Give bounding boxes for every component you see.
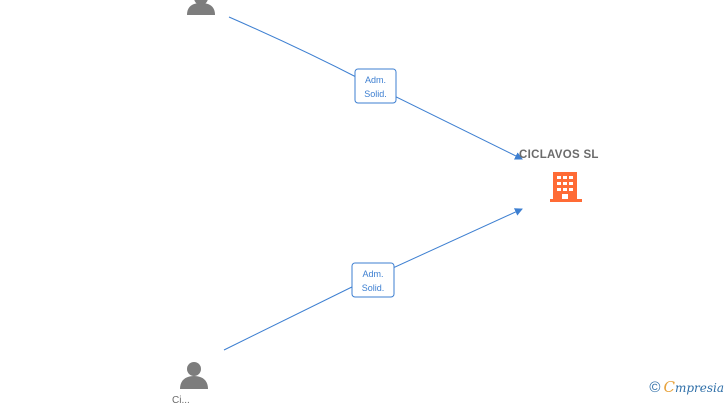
- edge-label-bottom[interactable]: Adm. Solid.: [351, 262, 395, 298]
- edge-label-top-line1: Adm.: [365, 75, 386, 85]
- person-bottom-label[interactable]: Ci...: [172, 395, 190, 406]
- brand-rest: mpresia: [674, 381, 724, 395]
- brand-first-letter: C: [663, 378, 675, 396]
- empresia-watermark: © Cmpresia: [649, 378, 724, 396]
- edge-label-top-line2: Solid.: [364, 89, 387, 99]
- person-top-icon[interactable]: [187, 0, 215, 15]
- copyright-symbol: ©: [649, 378, 661, 396]
- person-bottom-icon[interactable]: [180, 362, 208, 389]
- building-icon[interactable]: [550, 172, 582, 202]
- edge-label-bottom-line2: Solid.: [362, 283, 385, 293]
- company-name[interactable]: CICLAVOS SL: [519, 149, 599, 161]
- edge-label-top[interactable]: Adm. Solid.: [354, 68, 397, 104]
- edge-label-bottom-line1: Adm.: [362, 269, 383, 279]
- brand-logo: Cmpresia: [663, 378, 724, 396]
